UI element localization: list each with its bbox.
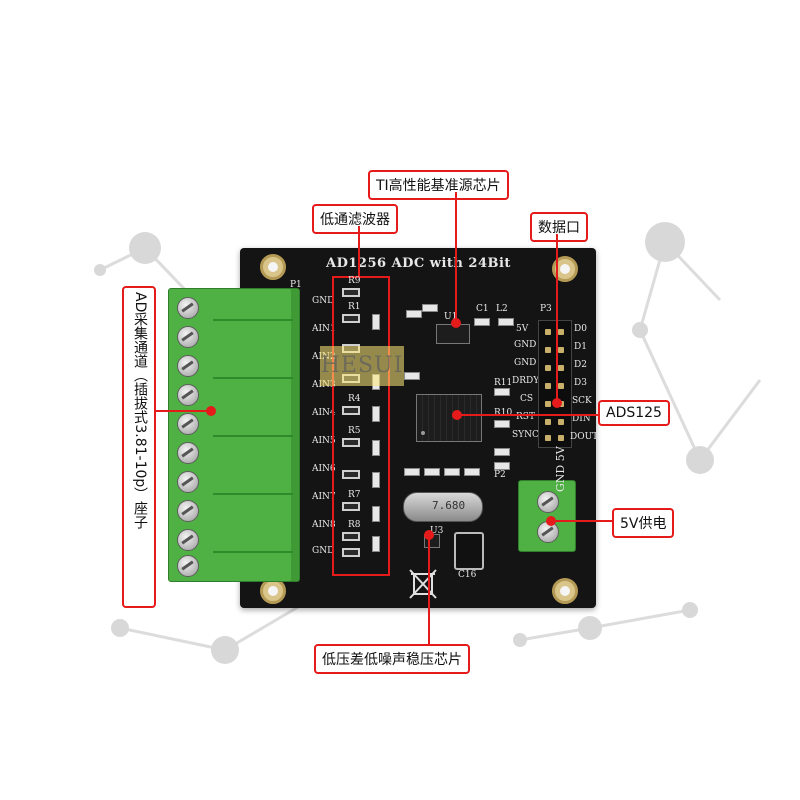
resistor bbox=[494, 388, 510, 396]
capacitor bbox=[406, 310, 422, 318]
pin-label: 5V bbox=[516, 324, 529, 334]
callout-power-supply: 5V供电 bbox=[612, 508, 675, 538]
tantalum-capacitor bbox=[454, 532, 484, 570]
pin-label: AIN7 bbox=[312, 492, 336, 502]
callout-reference-chip: TI高性能基准源芯片 bbox=[368, 170, 509, 200]
capacitor bbox=[372, 506, 380, 522]
capacitor bbox=[404, 372, 420, 380]
designator-r8: R8 bbox=[348, 520, 361, 530]
designator-p2: P2 bbox=[494, 470, 506, 480]
screw-icon bbox=[177, 555, 199, 577]
pin-label: D2 bbox=[574, 360, 587, 370]
callout-ads-chip: ADS125 bbox=[598, 400, 670, 426]
adc-pcb-board: AD1256 ADC with 24Bit P1 P3 P2 U1 U3 C1 … bbox=[168, 248, 599, 608]
pin-label: AIN5 bbox=[312, 436, 336, 446]
resistor bbox=[342, 288, 360, 297]
pin-label: D0 bbox=[574, 324, 587, 334]
adc-terminal-block[interactable] bbox=[168, 288, 300, 582]
screw-icon bbox=[177, 442, 199, 464]
designator-u1: U1 bbox=[444, 312, 458, 322]
screw-icon bbox=[177, 297, 199, 319]
screw-icon bbox=[177, 326, 199, 348]
designator-r9: R9 bbox=[348, 276, 361, 286]
designator-l2: L2 bbox=[496, 304, 508, 314]
pin-label: AIN8 bbox=[312, 520, 336, 530]
data-header-connector[interactable] bbox=[538, 320, 572, 448]
screw-icon bbox=[177, 529, 199, 551]
board-silkscreen-title: AD1256 ADC with 24Bit bbox=[326, 256, 511, 271]
callout-data-port: 数据口 bbox=[530, 212, 588, 242]
designator-r4: R4 bbox=[348, 394, 361, 404]
resistor bbox=[342, 502, 360, 511]
pin-label: D1 bbox=[574, 342, 587, 352]
designator-r5: R5 bbox=[348, 426, 361, 436]
resistor bbox=[494, 462, 510, 470]
mounting-hole bbox=[552, 578, 578, 604]
capacitor bbox=[372, 472, 380, 488]
pin-label: GND bbox=[312, 546, 335, 556]
designator-r11: R11 bbox=[494, 378, 513, 388]
designator-p1: P1 bbox=[290, 280, 302, 290]
screw-icon bbox=[537, 491, 559, 513]
resistor bbox=[494, 420, 510, 428]
pin-label: AIN4 bbox=[312, 408, 336, 418]
designator-r10: R10 bbox=[494, 408, 513, 418]
crystal-oscillator: 7.680 bbox=[403, 492, 483, 522]
pin-label: GND bbox=[514, 340, 537, 350]
designator-c1: C1 bbox=[476, 304, 489, 314]
screw-icon bbox=[177, 413, 199, 435]
resistor bbox=[342, 438, 360, 447]
capacitor bbox=[372, 314, 380, 330]
capacitor bbox=[372, 536, 380, 552]
ads1256-chip bbox=[416, 394, 482, 442]
pin-label: SYNC bbox=[512, 430, 539, 440]
pin-label: D3 bbox=[574, 378, 587, 388]
pin-label: DIN bbox=[572, 414, 591, 424]
designator-r1: R1 bbox=[348, 302, 361, 312]
power-pin-label: GND 5V bbox=[554, 446, 567, 492]
screw-icon bbox=[177, 500, 199, 522]
pin-label: AIN6 bbox=[312, 464, 336, 474]
pin-label: GND bbox=[514, 358, 537, 368]
designator-r7: R7 bbox=[348, 490, 361, 500]
pin-label: DOUT bbox=[570, 432, 599, 442]
mounting-hole bbox=[260, 254, 286, 280]
pin-label: GND bbox=[312, 296, 335, 306]
capacitor bbox=[474, 318, 490, 326]
resistor bbox=[342, 532, 360, 541]
pin-label: AIN1 bbox=[312, 324, 336, 334]
capacitor bbox=[498, 318, 514, 326]
callout-low-pass-filter: 低通滤波器 bbox=[312, 204, 398, 234]
pin-label: CS bbox=[520, 394, 534, 404]
crystal-marking: 7.680 bbox=[432, 499, 466, 512]
resistor bbox=[342, 406, 360, 415]
watermark: HESUI bbox=[320, 346, 404, 386]
resistor bbox=[342, 314, 360, 323]
resistor bbox=[494, 448, 510, 456]
screw-icon bbox=[177, 384, 199, 406]
low-pass-filter-outline bbox=[332, 276, 390, 576]
screw-icon bbox=[177, 355, 199, 377]
capacitor bbox=[464, 468, 480, 476]
designator-u3: U3 bbox=[430, 526, 444, 536]
screw-icon bbox=[177, 471, 199, 493]
resistor bbox=[342, 548, 360, 557]
capacitor bbox=[424, 468, 440, 476]
designator-p3: P3 bbox=[540, 304, 552, 314]
designator-c16: C16 bbox=[458, 570, 477, 580]
callout-adc-channel: AD采集通道（插拔式3.81-10p）座子 bbox=[122, 286, 156, 608]
resistor bbox=[342, 470, 360, 479]
capacitor bbox=[422, 304, 438, 312]
pin-label: DRDY bbox=[512, 376, 540, 386]
capacitor bbox=[372, 406, 380, 422]
capacitor bbox=[372, 440, 380, 456]
capacitor bbox=[444, 468, 460, 476]
pin-label: RST bbox=[516, 412, 535, 422]
pin-label: SCK bbox=[572, 396, 592, 406]
callout-ldo-chip: 低压差低噪声稳压芯片 bbox=[314, 644, 470, 674]
recycle-bin-icon bbox=[409, 569, 437, 599]
capacitor bbox=[404, 468, 420, 476]
